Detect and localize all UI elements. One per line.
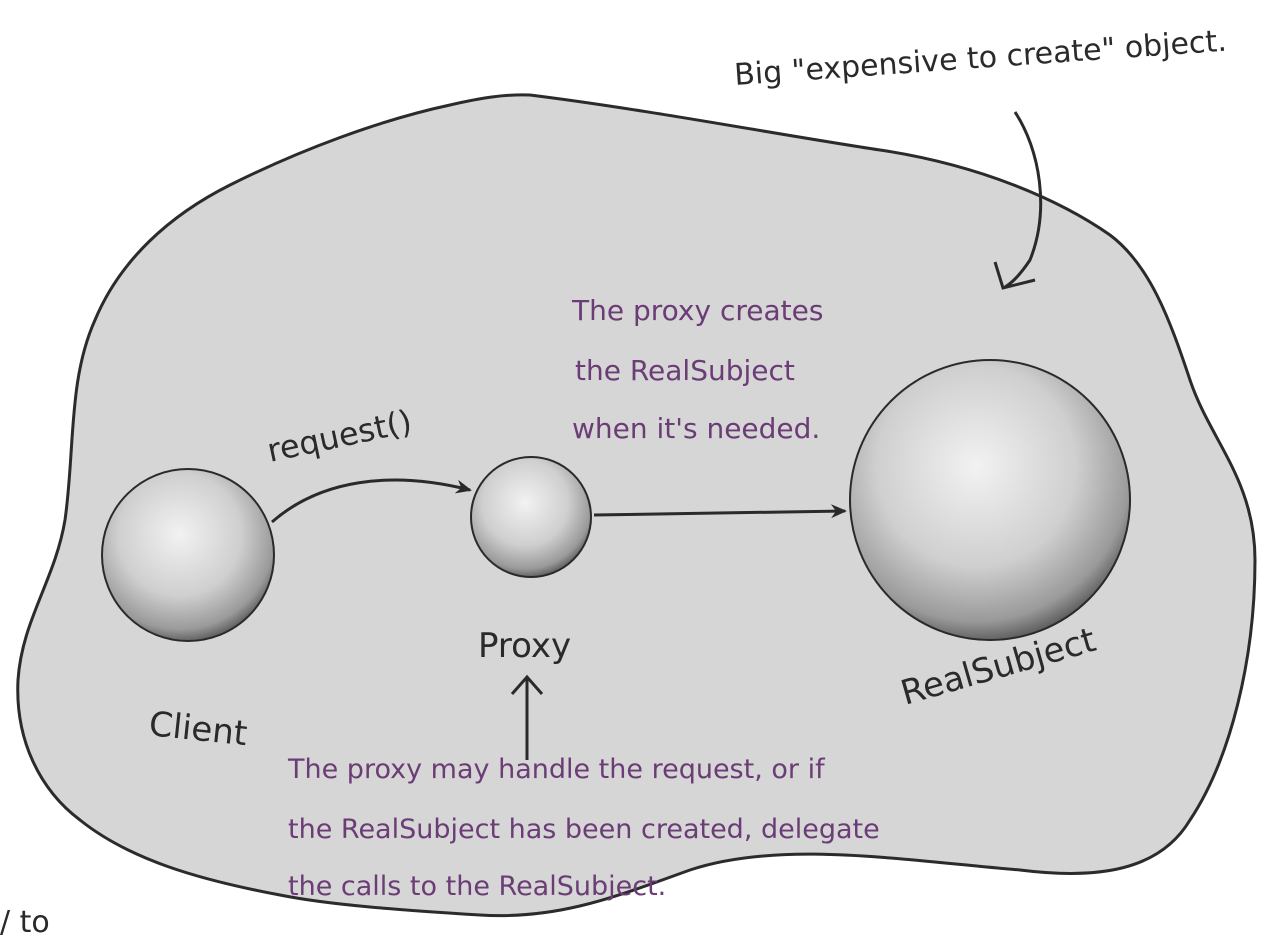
proxy-creates-line-1: The proxy creates: [571, 294, 823, 327]
proxy-creates-note: The proxy creates the RealSubject when i…: [571, 294, 832, 445]
proxy-node: [471, 457, 591, 577]
expensive-object-note: Big "expensive to create" object.: [733, 24, 1228, 93]
proxy-may-line-1: The proxy may handle the request, or if: [287, 754, 826, 785]
proxy-creates-line-3: when it's needed.: [572, 412, 820, 445]
proxy-may-line-3: the calls to the RealSubject.: [288, 871, 666, 902]
proxy-creates-line-2: the RealSubject: [575, 354, 795, 387]
proxy-label: Proxy: [478, 626, 571, 666]
proxy-may-note: The proxy may handle the request, or if …: [287, 754, 888, 902]
realsubject-node: [850, 360, 1130, 640]
edge-fragment-text: / to: [0, 905, 50, 940]
proxy-may-line-2: the RealSubject has been created, delega…: [288, 814, 880, 845]
client-node: [102, 469, 274, 641]
